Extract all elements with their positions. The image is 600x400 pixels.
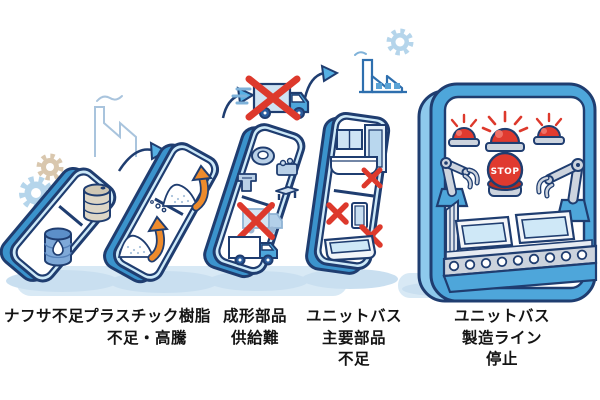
bath-panel-icon <box>351 202 368 229</box>
red-x-icon <box>326 202 349 225</box>
stage-label-line: 不足 <box>337 350 370 368</box>
red-x-icon <box>245 75 301 121</box>
factory-icon <box>354 51 407 94</box>
red-x-icon <box>237 202 275 240</box>
stage-label-line: プラスチック樹脂 <box>83 307 211 325</box>
robot-arm-icon <box>536 158 591 223</box>
delivery-truck-icon <box>228 236 278 266</box>
bathtub-tray-icon <box>514 209 576 245</box>
price-up-arrow-icon <box>191 164 213 212</box>
crossed-truck-icon <box>231 75 310 121</box>
price-up-arrow-icon <box>147 215 169 263</box>
resin-pile-icon <box>117 234 155 258</box>
oil-barrel-icon <box>83 183 111 223</box>
stage-panel-production-line: STOP <box>417 82 598 303</box>
stage-label-naphtha: ナフサ不足 <box>0 306 104 328</box>
stage-label-line: ナフサ不足 <box>3 307 84 325</box>
stage-label-resin: プラスチック樹脂 不足・高騰 <box>77 306 217 349</box>
stage-label-production-line: ユニットバス 製造ライン 停止 <box>442 306 562 371</box>
bathtub-icon <box>323 234 377 262</box>
bathtub-tray-icon <box>454 215 514 251</box>
crossed-truck-icon <box>237 202 283 240</box>
factory-sketch-icon <box>94 106 137 157</box>
stage-label-line: 主要部品 <box>321 328 386 347</box>
oil-barrel-drop-icon <box>44 227 72 267</box>
robot-arm-icon <box>435 157 480 208</box>
stage-label-line: ユニットバス <box>305 307 402 325</box>
red-x-icon <box>361 167 383 189</box>
bathroom-icon <box>330 124 387 175</box>
conveyor-belt <box>442 199 598 294</box>
stage-label-line: ユニットバス <box>453 307 550 325</box>
siren-icon <box>481 110 529 152</box>
stage-label-unit-bath-parts: ユニットバス 主要部品 不足 <box>294 306 414 371</box>
siren-icon <box>533 112 565 145</box>
stop-button: STOP <box>486 151 524 197</box>
gear-icon <box>386 28 414 56</box>
stage-label-line: 不足・高騰 <box>106 328 187 347</box>
molded-parts-icon <box>237 146 299 200</box>
smoke-icon <box>96 95 123 102</box>
stage-label-line: 供給難 <box>230 328 279 347</box>
stage-label-line: 製造ライン <box>461 328 542 347</box>
curved-arrow-icon <box>303 64 340 99</box>
stage-label-molded-parts: 成形部品 供給難 <box>195 306 315 349</box>
resin-pile-icon <box>150 183 199 213</box>
stage-label-line: 停止 <box>485 350 518 368</box>
gear-icon <box>36 153 64 181</box>
siren-icon <box>448 113 480 147</box>
stage-label-line: 成形部品 <box>222 307 287 325</box>
stop-button-label: STOP <box>491 167 520 177</box>
